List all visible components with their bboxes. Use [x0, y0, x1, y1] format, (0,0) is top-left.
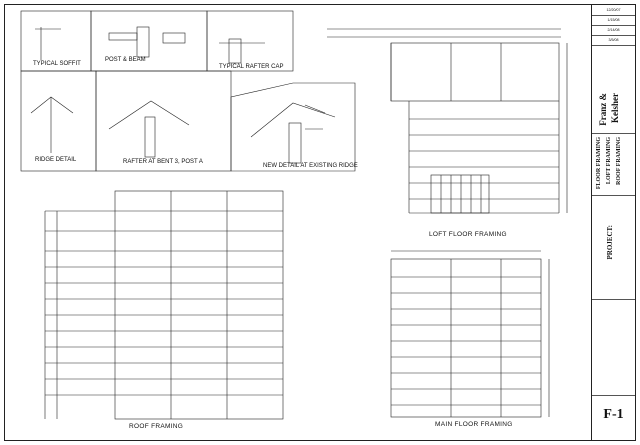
revision-date: 1/15/08	[592, 15, 635, 26]
detail-box-3	[206, 10, 294, 72]
post-beam-caption: POST & BEAM	[105, 57, 146, 63]
ridge-detail-caption: RIDGE DETAIL	[35, 157, 77, 163]
drawing-title-block: FLOOR FRAMING LOFT FRAMING ROOF FRAMING	[592, 133, 635, 196]
new-detail-caption: NEW DETAIL AT EXISTING RIDGE	[263, 163, 358, 169]
project-label: PROJECT:	[606, 225, 614, 260]
typical-rafter-cap-caption: TYPICAL RAFTER CAP	[219, 64, 284, 70]
drawing-title-line-1: FLOOR FRAMING	[596, 137, 602, 190]
drawing-sheet: TYPICAL SOFFIT POST & BEAM TYPICAL RAFTE…	[4, 4, 636, 441]
loft-floor-framing-title: LOFT FLOOR FRAMING	[429, 231, 507, 238]
firm-name-2: Kelsher	[610, 93, 620, 123]
drawing-title-line-2: LOFT FRAMING	[606, 137, 612, 185]
detail-box-4	[20, 70, 97, 172]
detail-box-5	[95, 70, 232, 172]
firm-block: Franz & Kelsher	[592, 89, 635, 134]
detail-box-6	[230, 82, 356, 172]
info-block	[592, 299, 635, 396]
revision-date: 12/20/07	[592, 5, 635, 16]
rafter-at-bent-caption: RAFTER AT BENT 3, POST A	[123, 159, 203, 165]
revision-date: 2/14/08	[592, 25, 635, 36]
firm-name-1: Franz &	[598, 93, 608, 126]
main-floor-framing-title: MAIN FLOOR FRAMING	[435, 421, 513, 428]
typical-soffit-caption: TYPICAL SOFFIT	[33, 61, 81, 67]
project-block: PROJECT:	[592, 195, 635, 300]
drawing-linework	[20, 10, 568, 420]
roof-framing-title: ROOF FRAMING	[129, 423, 184, 430]
revision-date: 3/5/08	[592, 35, 635, 46]
drawing-title-line-3: ROOF FRAMING	[616, 137, 622, 185]
sheet-number: F-1	[603, 407, 624, 422]
title-block: 12/20/07 1/15/08 2/14/08 3/5/08 Franz & …	[591, 5, 635, 440]
